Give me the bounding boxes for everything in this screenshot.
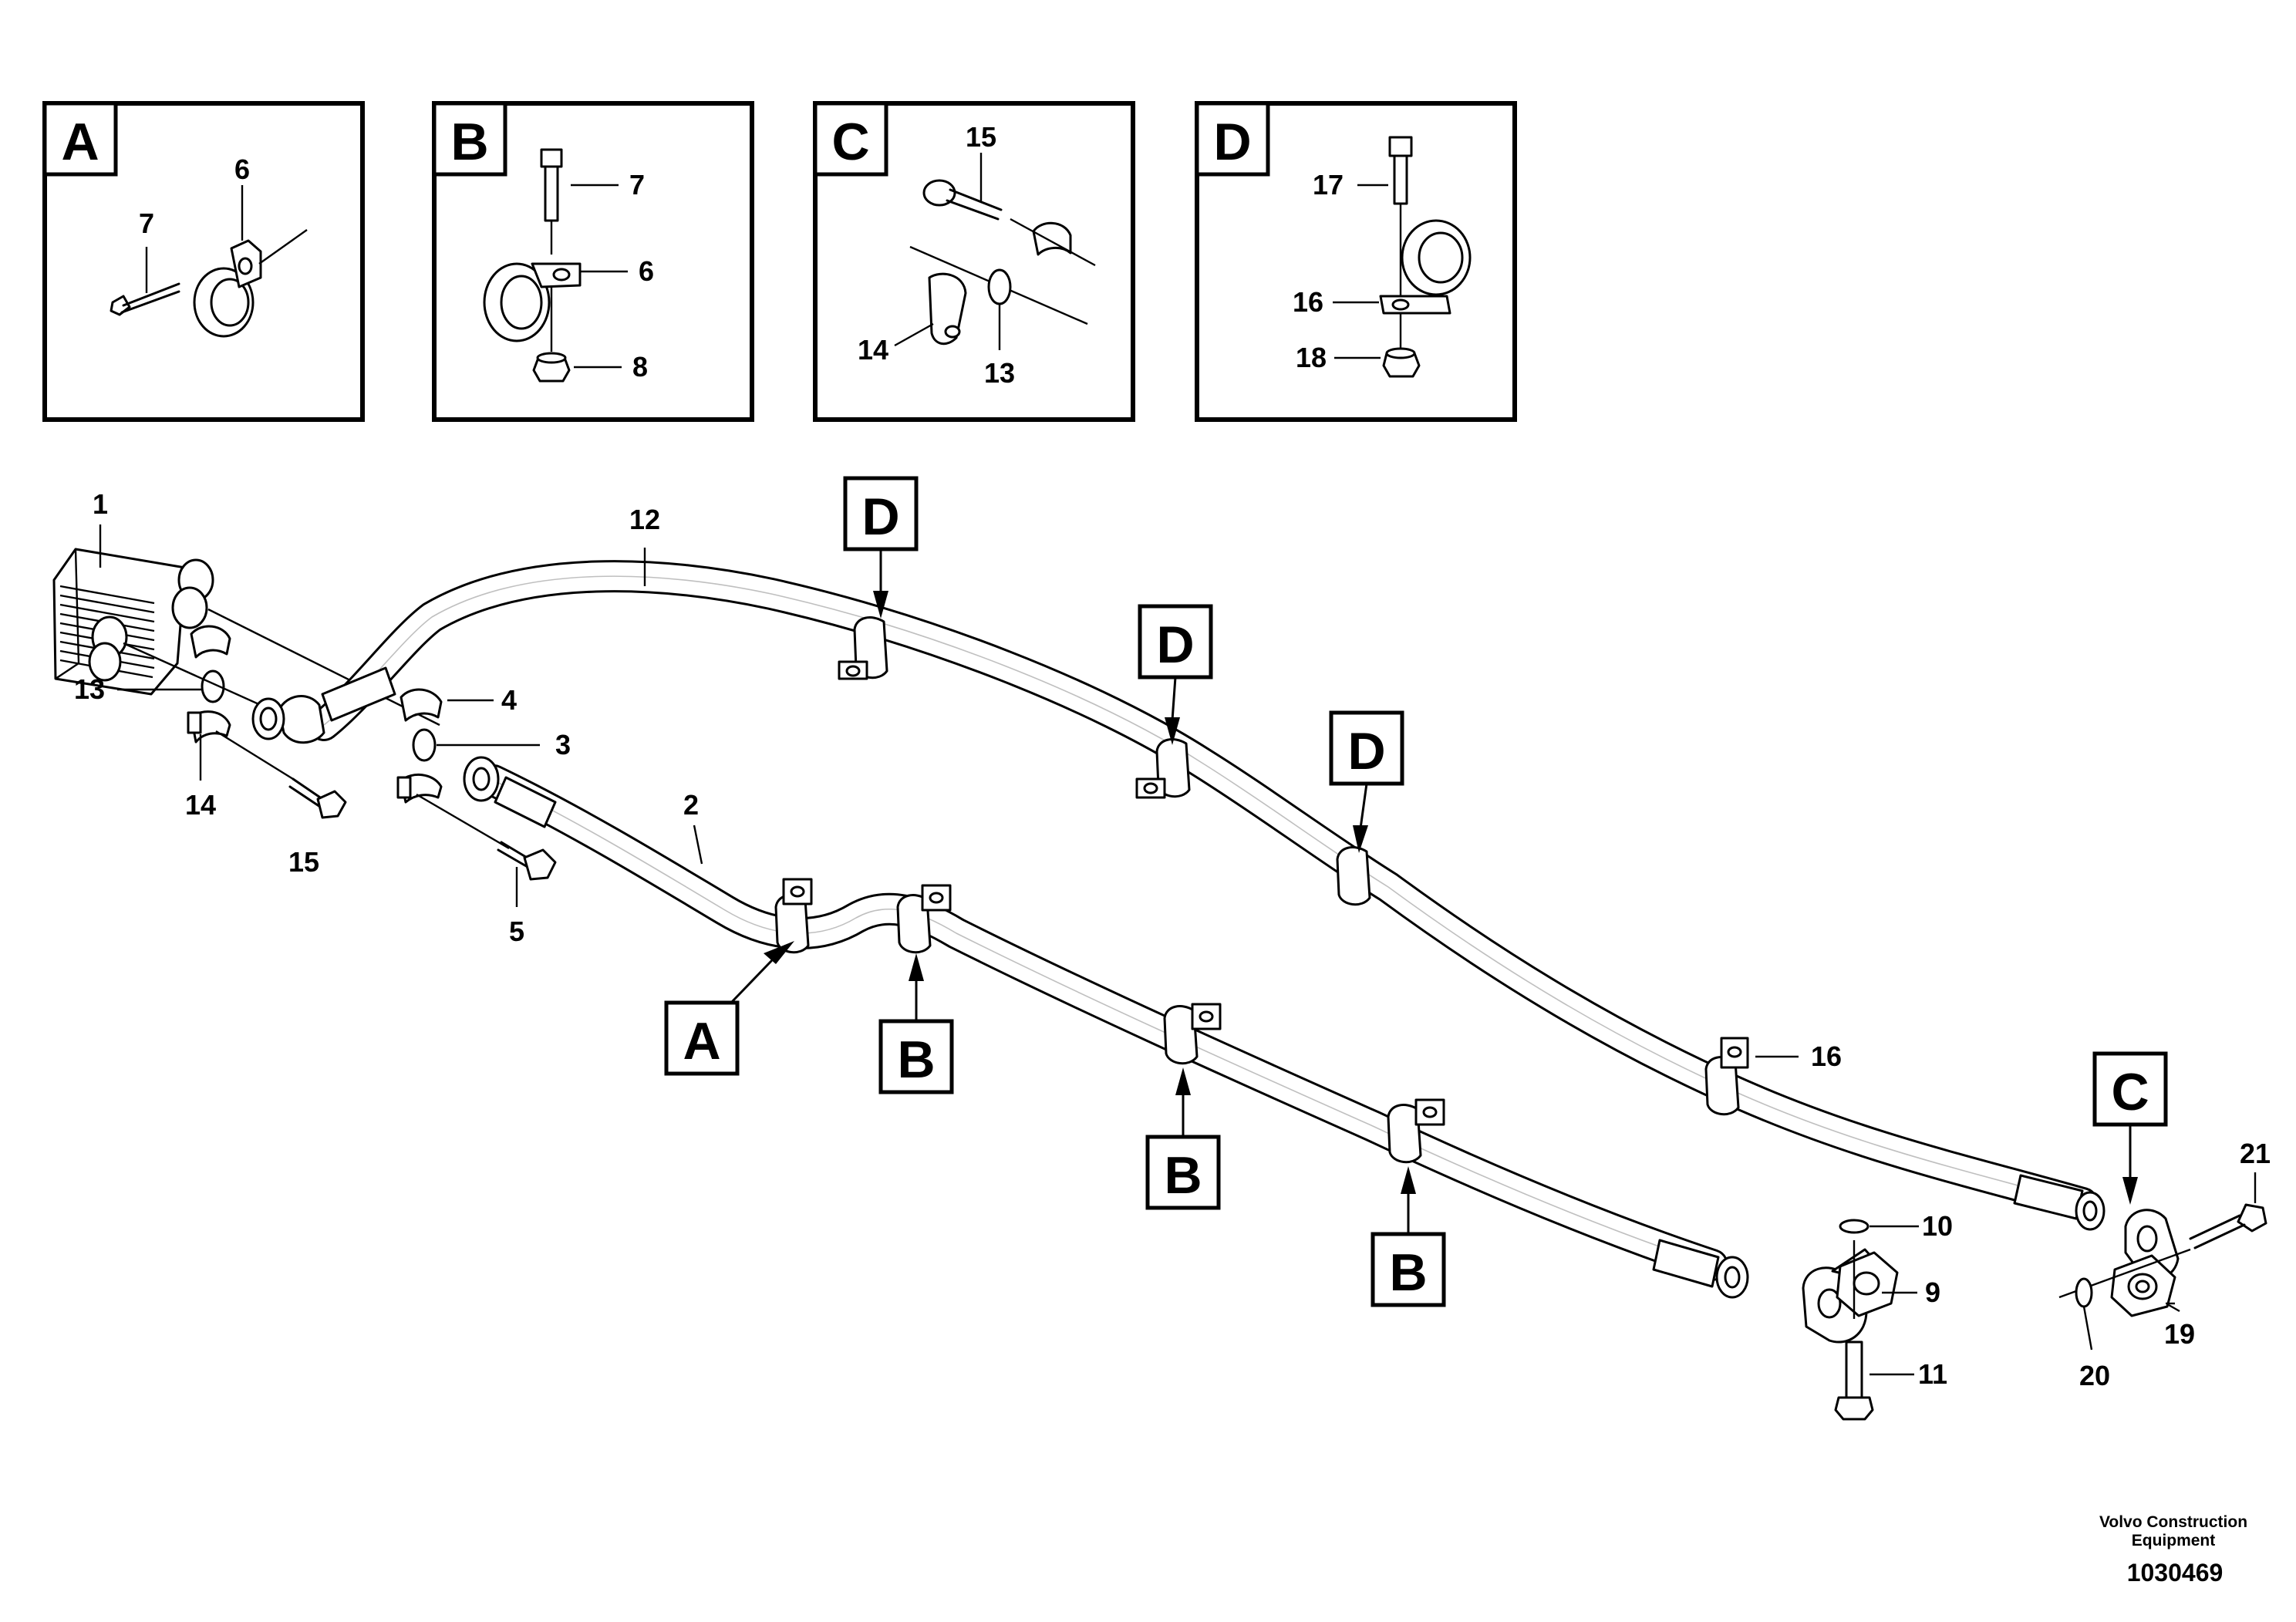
clamp-icon: [774, 878, 813, 954]
callout-19: 19: [2164, 1318, 2195, 1350]
callout-4: 4: [501, 684, 517, 716]
clamp-icon: [1336, 846, 1371, 906]
callout-15: 15: [966, 121, 996, 153]
clamp-icon: [1704, 1037, 1749, 1116]
bolt-icon: [497, 841, 557, 881]
panel-b-letter: B: [450, 113, 488, 171]
clamp-icon: [896, 884, 952, 954]
panel-d-letter: D: [1213, 113, 1251, 171]
flange-icon: [1836, 1251, 1899, 1317]
hose-fitting-icon: [463, 756, 557, 828]
o-ring-icon: [1839, 1219, 1870, 1234]
callout-6: 6: [639, 255, 654, 287]
clamp-half-icon: [928, 272, 967, 346]
clamp-ref-b: B: [1145, 1067, 1221, 1210]
bolt-icon: [1388, 136, 1413, 205]
clamp-ref-d: D: [843, 476, 919, 619]
hose-12: [308, 560, 2099, 1219]
svg-text:D: D: [1347, 722, 1385, 781]
flange-icon: [2110, 1254, 2176, 1317]
callout-11: 11: [1918, 1358, 1947, 1390]
callout-7: 7: [629, 169, 645, 201]
nut-icon: [532, 352, 571, 383]
callout-20: 20: [2079, 1360, 2110, 1391]
clamp-half-icon: [396, 773, 443, 804]
o-ring-icon: [2075, 1277, 2093, 1308]
callout-3: 3: [555, 729, 571, 760]
detail-panel-c: C 15 14 13: [813, 101, 1135, 422]
clamp-half-icon: [190, 625, 231, 659]
drawing-number: 1030469: [2127, 1559, 2224, 1587]
callout-16: 16: [1293, 286, 1323, 318]
bolt-icon: [110, 282, 180, 316]
clamp-icon: [1379, 219, 1472, 315]
clamp-half-icon: [400, 688, 443, 722]
bolt-icon: [2189, 1203, 2267, 1249]
detail-panel-b: B 7 6 8: [432, 101, 754, 422]
callout-8: 8: [632, 351, 648, 383]
callout-18: 18: [1296, 342, 1327, 373]
callout-16: 16: [1811, 1040, 1842, 1072]
bolt-icon: [540, 148, 563, 222]
callout-15: 15: [288, 846, 319, 878]
hose-fitting-icon: [1652, 1239, 1749, 1299]
svg-text:B: B: [1164, 1146, 1202, 1205]
panel-a-letter: A: [61, 113, 99, 171]
detail-panel-a: A 7 6: [42, 101, 365, 422]
clamp-ref-b: B: [878, 953, 954, 1094]
clamp-icon: [483, 262, 582, 342]
callout-14: 14: [185, 789, 216, 821]
bolt-icon: [288, 777, 347, 819]
panel-c-letter: C: [831, 113, 869, 171]
bolt-icon: [922, 179, 1003, 221]
svg-text:D: D: [1156, 615, 1194, 674]
clamp-icon: [1135, 738, 1191, 799]
svg-text:A: A: [683, 1012, 720, 1071]
callout-10: 10: [1922, 1210, 1953, 1242]
nut-icon: [1382, 347, 1421, 378]
clamp-icon: [1163, 1003, 1222, 1065]
clamp-icon: [838, 616, 888, 680]
clamp-ref-c: C: [2092, 1051, 2168, 1205]
callout-12: 12: [629, 504, 660, 535]
callout-14: 14: [858, 334, 888, 366]
svg-text:C: C: [2111, 1063, 2149, 1121]
clamp-ref-d: D: [1138, 604, 1213, 745]
brand-line-2: Equipment: [2132, 1532, 2216, 1549]
callout-9: 9: [1925, 1276, 1940, 1308]
o-ring-icon: [412, 728, 437, 762]
detail-panel-d: D 17 16 18: [1195, 101, 1517, 422]
clamp-ref-b: B: [1371, 1166, 1446, 1307]
callout-7: 7: [139, 207, 154, 239]
oil-cooler-icon: [52, 548, 214, 696]
callout-17: 17: [1313, 169, 1344, 201]
svg-text:D: D: [861, 487, 899, 546]
clamp-ref-a: A: [664, 941, 794, 1076]
callout-5: 5: [509, 916, 524, 947]
clamp-half-icon: [187, 710, 231, 744]
hose-fitting-icon: [2013, 1174, 2106, 1231]
clamp-icon: [1387, 1098, 1445, 1164]
svg-text:B: B: [897, 1030, 935, 1089]
callout-2: 2: [683, 789, 699, 821]
footer-brand: Volvo Construction Equipment 1030469: [2099, 1513, 2247, 1587]
clamp-ref-d: D: [1329, 710, 1404, 853]
o-ring-icon: [201, 669, 225, 703]
bolt-icon: [1834, 1340, 1874, 1421]
callout-21: 21: [2240, 1138, 2271, 1169]
clamp-icon: [193, 239, 262, 338]
callout-13: 13: [74, 673, 105, 705]
o-ring-icon: [987, 268, 1012, 305]
hose-2: [477, 764, 1728, 1281]
callout-6: 6: [234, 153, 250, 185]
svg-text:B: B: [1389, 1243, 1427, 1302]
callout-13: 13: [984, 357, 1015, 389]
callout-1: 1: [93, 488, 108, 520]
hose-fitting-icon: [251, 666, 396, 744]
brand-line-1: Volvo Construction: [2099, 1513, 2247, 1531]
